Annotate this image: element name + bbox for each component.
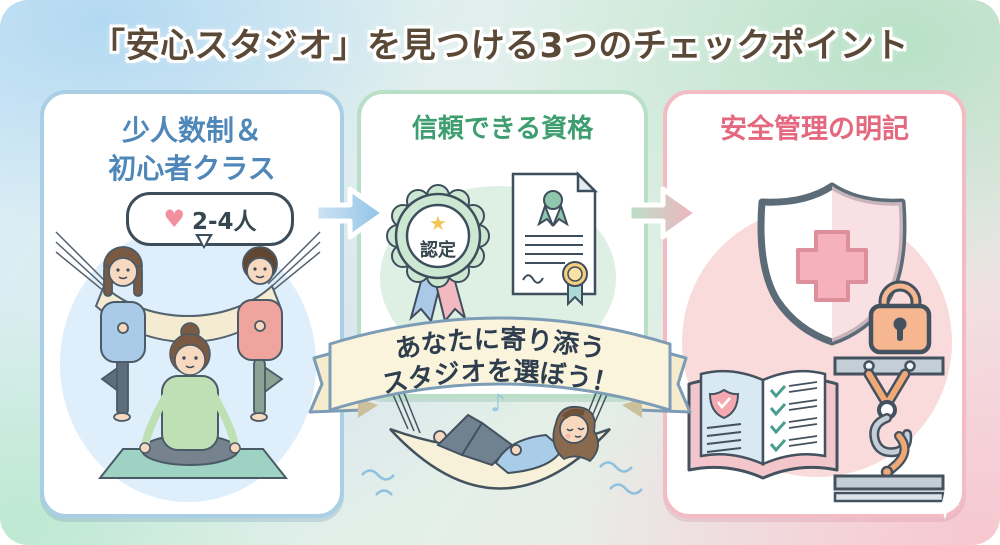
certificate-icon [511,170,599,307]
ribbon-fold-left [358,398,378,418]
certification-badge-icon: ★ 認定 [386,184,490,324]
heading-line-2: 初心者クラス [108,151,276,185]
panel-small-class-heading: 少人数制＆ 初心者クラス [44,112,340,188]
panel-safety-heading: 安全管理の明記 [720,114,909,145]
arrow-right-icon [314,186,386,240]
bubble-count: 2-4人 [191,209,257,235]
music-note-icon: ♪ [490,389,505,417]
medical-cross-icon [796,230,868,302]
hammock-strings [387,383,613,434]
water-waves-icon [361,461,643,496]
instructor-center [139,322,241,466]
shield-cross-icon [757,182,932,355]
heading-line-1: 少人数制＆ [121,114,262,147]
certificate-seal [562,261,588,307]
hammock-relax-illustration: ♪ [361,383,643,496]
yoga-class-illustration [55,226,321,502]
arrow-right-icon-2 [627,186,699,240]
padlock-icon [868,280,932,355]
panel-safety: 安全管理の明記 [663,90,966,518]
badge-label: 認定 [420,239,456,261]
rigging-hook-icon [833,356,945,503]
safety-illustration [682,182,952,503]
panel-small-class: 少人数制＆ 初心者クラス [40,90,344,518]
sparkle-icon [930,490,960,520]
capacity-speech-bubble: ♥ 2-4人 [126,192,294,249]
panel-qualification-heading: 信頼できる資格 [411,114,594,144]
relaxing-person [433,405,600,475]
panel-qualification: 信頼できる資格 ★ 認定 [357,90,648,398]
heart-icon: ♥ [163,205,185,233]
badge-star-icon: ★ [429,211,447,235]
page-title: 「安心スタジオ」を見つける3つのチェックポイント [91,26,909,66]
student-left [100,246,146,422]
ribbon-fold-right [622,398,642,418]
safety-manual-book-icon [687,369,839,480]
ribbon-banner: あなたに寄り添う スタジオを選ぼう！ [308,316,692,418]
ribbon-band [328,316,672,412]
student-right [237,246,284,422]
